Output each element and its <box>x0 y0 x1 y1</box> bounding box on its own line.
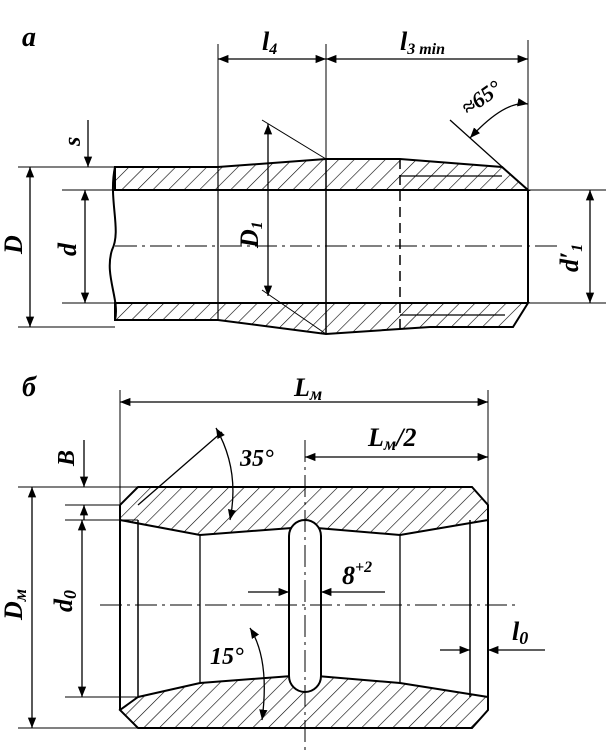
angle-65-label: ≈65° <box>457 75 507 120</box>
dim-slot-label: 8+2 <box>342 559 372 590</box>
figure-a: a l4 l3 min ≈65° <box>0 22 606 336</box>
dim-D-label: D <box>0 235 28 255</box>
angle-arc-65 <box>469 98 529 139</box>
dim-D1-leader-bottom <box>261 289 327 335</box>
dim-l4-label: l4 <box>262 27 277 58</box>
angle-35-label: 35° <box>239 446 274 472</box>
figure-a-label: a <box>22 22 36 53</box>
angle-35-arc <box>215 427 237 521</box>
dim-LM2-label: Lм/2 <box>367 423 416 454</box>
tube-wall-top <box>114 158 531 191</box>
angle-15-arc <box>249 627 268 721</box>
tube-left-break <box>108 166 117 321</box>
figure-b: б Lм Lм/2 35° B <box>0 372 545 754</box>
dim-LM-label: Lм <box>293 373 322 404</box>
dim-D1-label: D1 <box>235 221 266 249</box>
figure-b-label: б <box>22 372 37 403</box>
dim-d0-label: d0 <box>49 590 80 612</box>
angle-15-label: 15° <box>210 644 244 670</box>
angle-leader-a <box>449 119 529 191</box>
dim-d-label: d <box>53 242 82 256</box>
dim-l0-label: l0 <box>512 617 528 648</box>
dim-DM-label: Dм <box>0 589 30 621</box>
tube-wall-bottom <box>114 302 530 336</box>
dim-l3-label: l3 min <box>400 27 445 58</box>
dim-d1-label: d′1 <box>555 244 586 272</box>
dim-D1-leader-top <box>261 119 327 160</box>
angle-35-leader <box>137 431 223 506</box>
dim-s-label: s <box>60 137 86 147</box>
dim-B-label: B <box>54 450 80 467</box>
